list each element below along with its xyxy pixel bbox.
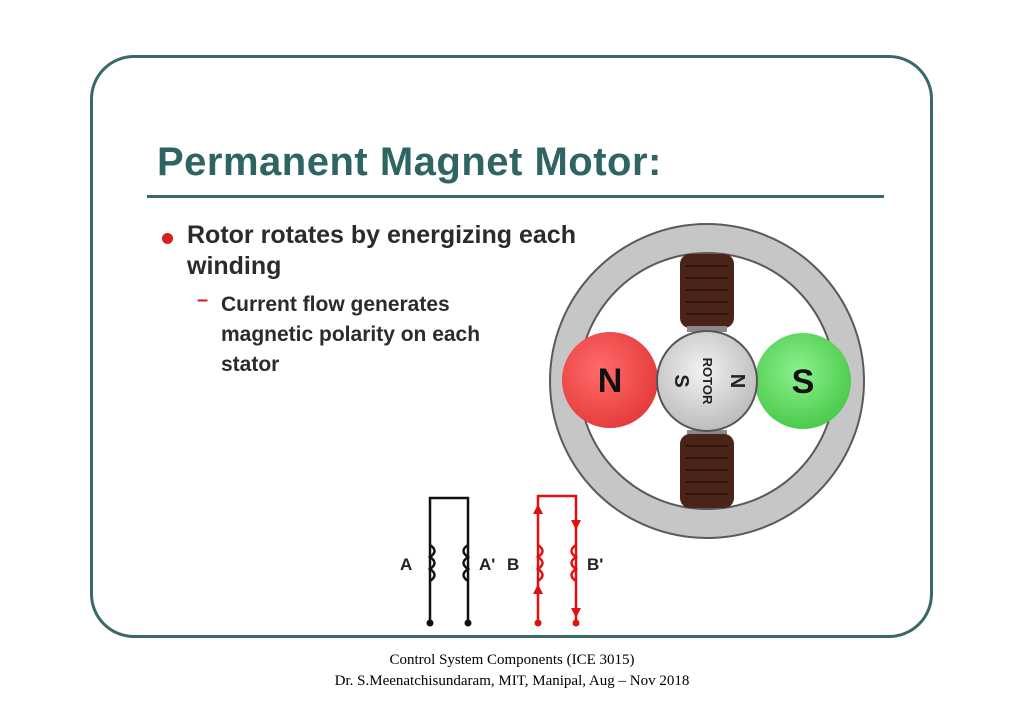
rotor-left-pole-label: S [670, 374, 692, 387]
top-coil [680, 254, 734, 332]
north-pole-label: N [598, 362, 623, 400]
phase-a-winding [427, 496, 471, 622]
slide-frame [90, 55, 933, 638]
footer-course: Control System Components (ICE 3015) [389, 652, 635, 668]
phase-b-winding [535, 494, 579, 622]
bottom-coil [680, 430, 734, 508]
sub-bullet-dash-icon: – [197, 289, 209, 311]
arrow-up-icon [533, 584, 543, 594]
motor-diagram: N S ROTOR S N [549, 223, 865, 539]
winding-label-b: B [507, 555, 519, 574]
south-pole [755, 333, 851, 429]
rotor-right-pole-label: N [726, 374, 748, 388]
bullet-text: Rotor rotates by energizing each winding [187, 221, 576, 280]
rotor [656, 330, 758, 432]
footer-author: Dr. S.Meenatchisundaram, MIT, Manipal, A… [334, 673, 690, 689]
arrow-up-icon [533, 504, 543, 514]
winding-label-a: A [400, 555, 412, 574]
sub-bullet-text: Current flow generates magnetic polarity… [221, 293, 481, 376]
winding-label-a-prime: A' [479, 555, 495, 574]
south-pole-label: S [792, 363, 815, 401]
slide-title: Permanent Magnet Motor: [157, 140, 662, 184]
winding-schematic: A A' B B' [400, 494, 603, 627]
winding-label-b-prime: B' [587, 555, 603, 574]
arrow-down-icon [571, 608, 581, 618]
arrow-down-icon [571, 520, 581, 530]
north-pole [562, 332, 658, 428]
title-underline [147, 195, 884, 198]
bullet-icon [162, 233, 173, 244]
rotor-label: ROTOR [700, 358, 715, 405]
